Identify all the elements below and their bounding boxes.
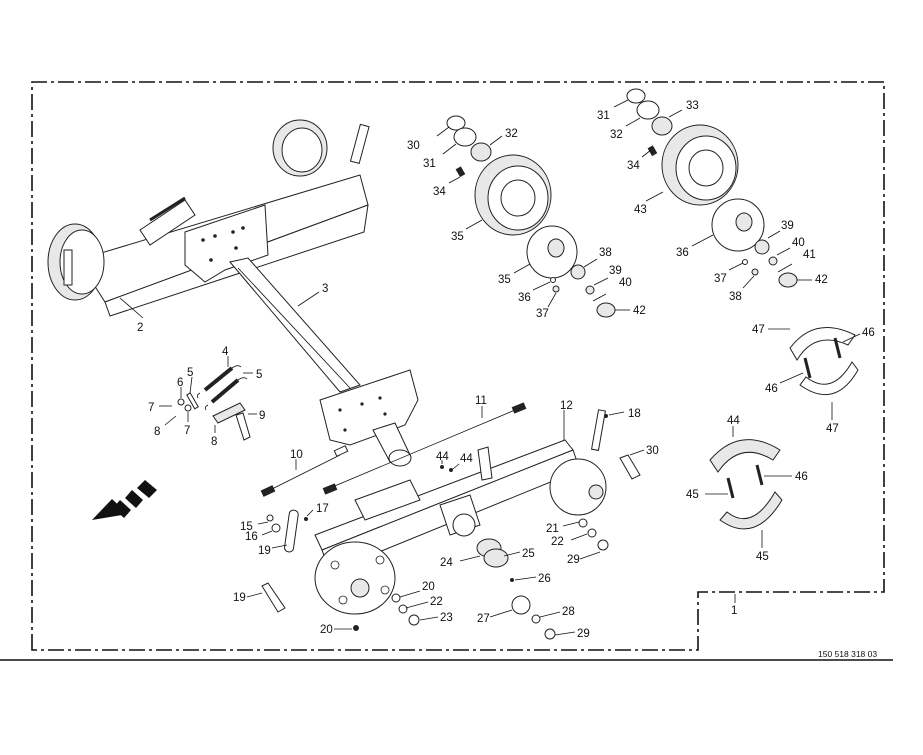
callout-15b: 18 — [628, 408, 641, 420]
assembly-boundary — [31, 81, 885, 651]
callout-8b: 8 — [154, 426, 160, 438]
callout-27: 29 — [567, 554, 580, 566]
callout-31a: 32 — [505, 128, 518, 140]
callout-41: 43 — [634, 204, 647, 216]
callout-13: 15 — [240, 521, 253, 533]
callout-33: 35 — [451, 231, 464, 243]
callout-45: 45 — [686, 489, 699, 501]
callout-47b: 47 — [826, 423, 839, 435]
callout-37a: 38 — [599, 247, 612, 259]
callout-25: 28 — [562, 606, 575, 618]
callout-14: 16 — [245, 531, 258, 543]
callout-30b: 32 — [610, 129, 623, 141]
callout-38a: 39 — [609, 265, 622, 277]
callout-5b: 5 — [256, 369, 262, 381]
callout-44a: 44 — [727, 415, 740, 427]
callout-22a: 24 — [440, 557, 453, 569]
callout-6: 5 — [187, 367, 193, 379]
callout-34b: 36 — [676, 247, 689, 259]
callout-47a: 47 — [752, 324, 765, 336]
front-axle-assembly — [47, 119, 419, 467]
hub-set-right — [626, 88, 798, 288]
callout-10: 9 — [259, 410, 265, 422]
callout-1: 1 — [731, 605, 737, 617]
callout-19a: 20 — [422, 581, 435, 593]
brake-cables — [260, 402, 527, 497]
callout-18: 20 — [320, 624, 333, 636]
callout-8a: 7 — [148, 402, 154, 414]
callout-31b: 33 — [686, 100, 699, 112]
callout-37b: 39 — [781, 220, 794, 232]
callout-46b: 46 — [765, 383, 778, 395]
callout-43: 44 — [460, 453, 473, 465]
callout-44b: 45 — [756, 551, 769, 563]
callout-7a: 6 — [177, 377, 183, 389]
callout-26: 29 — [577, 628, 590, 640]
callout-36a: 37 — [536, 308, 549, 320]
callout-19b: 21 — [546, 523, 559, 535]
callout-21: 23 — [440, 612, 453, 624]
callout-35b: 37 — [714, 273, 727, 285]
callout-35a: 36 — [518, 292, 531, 304]
callout-20a: 22 — [430, 596, 443, 608]
callout-4: 12 — [560, 400, 573, 412]
callout-30a: 31 — [423, 158, 436, 170]
drawing-number: 150 518 318 03 — [818, 649, 877, 659]
callout-36b: 38 — [729, 291, 742, 303]
callout-40b: 42 — [815, 274, 828, 286]
callout-12: 11 — [475, 395, 487, 407]
callout-24: 27 — [477, 613, 490, 625]
callout-11: 10 — [290, 449, 303, 461]
callout-3: 3 — [322, 283, 328, 295]
callout-46c: 46 — [795, 471, 808, 483]
callout-42: 44 — [436, 451, 449, 463]
callout-28: 30 — [646, 445, 659, 457]
callout-29b: 31 — [597, 110, 610, 122]
rear-small-parts — [261, 414, 609, 640]
callout-17: 19 — [233, 592, 246, 604]
rear-axle-assembly — [314, 409, 641, 615]
direction-arrow-icon — [92, 480, 157, 520]
callout-5a: 4 — [222, 346, 229, 358]
callout-7b: 7 — [184, 425, 190, 437]
callout-46a: 46 — [862, 327, 875, 339]
callout-15a: 17 — [316, 503, 329, 515]
callout-16: 19 — [258, 545, 271, 557]
callout-39b: 41 — [803, 249, 816, 261]
callout-23: 26 — [538, 573, 551, 585]
callout-34a: 35 — [498, 274, 511, 286]
callout-39a: 40 — [619, 277, 632, 289]
callout-40a: 42 — [633, 305, 646, 317]
callout-9: 8 — [211, 436, 217, 448]
callout-2: 2 — [137, 322, 143, 334]
callout-38b: 40 — [792, 237, 805, 249]
callout-22b: 25 — [522, 548, 535, 560]
callout-32b: 34 — [627, 160, 640, 172]
spring-parts — [177, 365, 251, 441]
brake-shoes — [709, 327, 859, 530]
hub-set-left — [446, 115, 616, 318]
callout-32a: 34 — [433, 186, 446, 198]
callout-20b: 22 — [551, 536, 564, 548]
callout-29a: 30 — [407, 140, 420, 152]
